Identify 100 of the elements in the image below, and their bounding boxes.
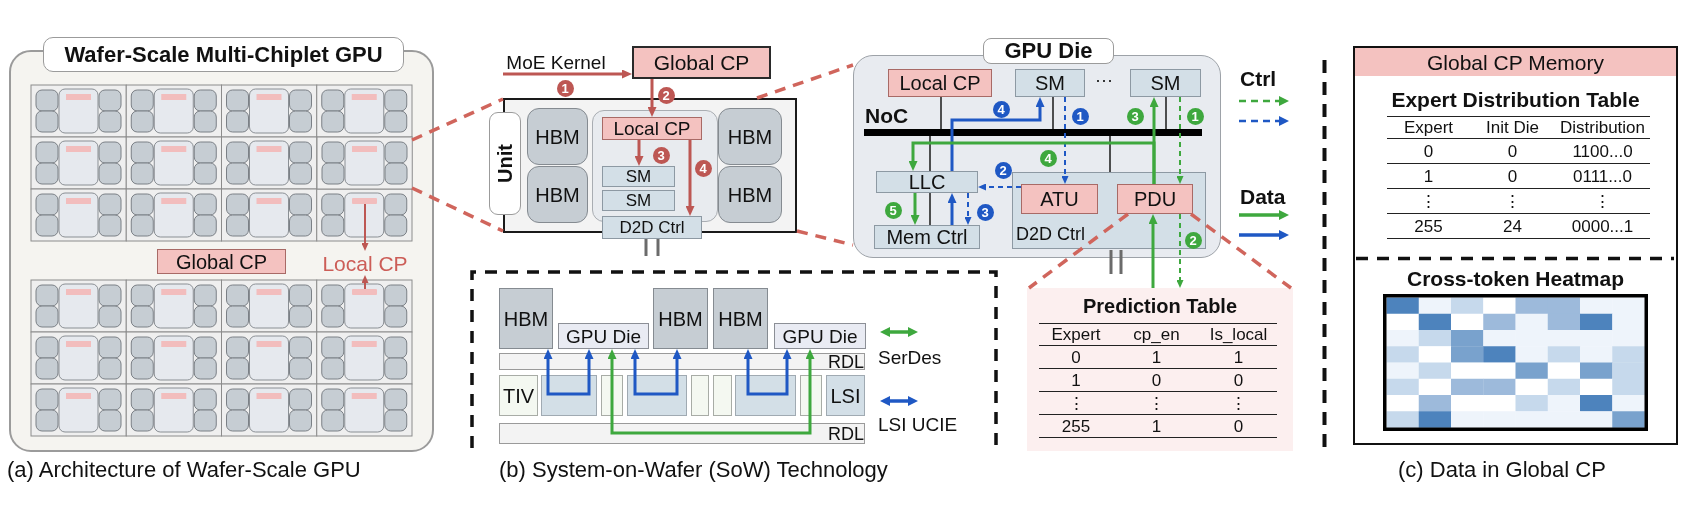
- column-header: Init Die: [1470, 116, 1555, 139]
- column-header: Is_local: [1200, 323, 1277, 346]
- bus-line: [929, 192, 931, 226]
- table-value: 1: [1200, 346, 1277, 369]
- controller-block: [1012, 172, 1206, 249]
- step-number: 1: [556, 79, 574, 97]
- table-value: 255: [1387, 214, 1470, 239]
- zoom-line: [1027, 212, 1130, 290]
- bus-line: [1052, 96, 1054, 130]
- control-processor-box: Global CP: [157, 249, 286, 274]
- unit-block: ATU: [1021, 184, 1098, 214]
- memory-block: HBM: [713, 288, 768, 349]
- table-title: Prediction Table: [1081, 294, 1239, 319]
- memory-block: HBM: [653, 288, 708, 349]
- table-value: 0111...0: [1555, 164, 1650, 189]
- table-value: 24: [1470, 214, 1555, 239]
- table-value: 0: [1200, 415, 1277, 438]
- table-value: 0: [1200, 369, 1277, 392]
- die-block: GPU Die: [558, 323, 649, 349]
- memory-block: HBM: [499, 288, 553, 349]
- table-value: 1: [1039, 369, 1113, 392]
- table-value: 0: [1470, 139, 1555, 164]
- legend-label: Data: [1240, 184, 1287, 208]
- table-value: ⋮: [1387, 189, 1470, 214]
- bus-line: [1165, 96, 1167, 130]
- arrow: [685, 140, 695, 216]
- column-header: Distribution: [1555, 116, 1650, 139]
- panel-title: GPU Die: [983, 38, 1114, 64]
- table-value: 0: [1387, 139, 1470, 164]
- memory-block: HBM: [718, 108, 782, 165]
- column-header: Expert: [1039, 323, 1113, 346]
- bus-line: [1109, 135, 1111, 173]
- arrow: [910, 193, 920, 225]
- local-cp-marker: [352, 198, 377, 204]
- table-panel: [1027, 288, 1293, 451]
- figure-caption: (a) Architecture of Wafer-Scale GPU: [7, 456, 362, 484]
- table-value: 1: [1387, 164, 1470, 189]
- arrow: [964, 192, 972, 225]
- sm-block: SM: [602, 166, 675, 187]
- leader-arrow: [361, 275, 369, 290]
- bus-line: [929, 135, 931, 172]
- table-value: ⋮: [1470, 189, 1555, 214]
- bus-line: [940, 96, 942, 130]
- table-value: 1: [1113, 346, 1200, 369]
- cache-block: LLC: [876, 171, 978, 193]
- block-label: D2D Ctrl: [1016, 222, 1086, 246]
- memory-block: HBM: [527, 108, 588, 165]
- sm-block: SM: [1130, 69, 1201, 97]
- zoom-line: [1189, 212, 1293, 290]
- table-value: 1100...0: [1555, 139, 1650, 164]
- sm-block: SM: [1015, 69, 1085, 97]
- table-value: 0: [1470, 164, 1555, 189]
- chiplet-tile: [316, 137, 412, 189]
- arrow: [1061, 96, 1069, 184]
- column-header: cp_en: [1113, 323, 1200, 346]
- column-header: Expert: [1387, 116, 1470, 139]
- arrow: [634, 140, 644, 166]
- table-value: ⋮: [1555, 189, 1650, 214]
- controller-block: Mem Ctrl: [874, 225, 980, 249]
- controller-block: D2D Ctrl: [602, 216, 702, 239]
- input-label: MoE Kernel: [498, 51, 614, 74]
- zoom-line: [411, 97, 504, 142]
- control-processor-box: Local CP: [602, 117, 702, 140]
- leader-arrow: [361, 203, 369, 251]
- table-value: 0: [1039, 346, 1113, 369]
- arrow: [1176, 213, 1184, 288]
- figure-caption: (b) System-on-Wafer (SoW) Technology: [499, 456, 889, 484]
- legend-label: Ctrl: [1240, 66, 1278, 90]
- memory-block: HBM: [718, 166, 782, 223]
- arrow: [947, 193, 957, 225]
- unit-block: PDU: [1117, 184, 1193, 214]
- table-value: ⋮: [1039, 392, 1113, 415]
- control-processor-box: Global CP: [632, 46, 771, 79]
- table-value: 255: [1039, 415, 1113, 438]
- arrow: [908, 141, 1156, 184]
- die-area: [592, 110, 718, 222]
- callout-text: Local CP: [320, 251, 410, 275]
- table-value: 0000...1: [1555, 214, 1650, 239]
- legend-label: SerDes: [878, 346, 943, 368]
- bus-label: NoC: [865, 103, 910, 127]
- panel-title: Wafer-Scale Multi-Chiplet GPU: [43, 37, 404, 72]
- sm-block: SM: [602, 190, 675, 211]
- step-number: 2: [657, 86, 675, 104]
- table-title: Expert Distribution Table: [1390, 86, 1641, 113]
- heatmap-title: Cross-token Heatmap: [1405, 265, 1626, 292]
- die-block: GPU Die: [774, 323, 866, 349]
- legend-label: LSI UCIE: [878, 413, 959, 435]
- panel-header: Global CP Memory: [1355, 48, 1676, 76]
- control-processor-box: Local CP: [888, 69, 992, 97]
- memory-block: HBM: [527, 166, 588, 223]
- arrow: [978, 183, 1022, 191]
- table-value: ⋮: [1200, 392, 1277, 415]
- local-cp-marker: [352, 289, 377, 295]
- arrow: [950, 97, 1045, 171]
- arrow: [503, 69, 632, 79]
- table-value: ⋮: [1113, 392, 1200, 415]
- arrow: [647, 79, 657, 117]
- ellipsis-text: ···: [1094, 70, 1114, 90]
- zoom-line: [411, 186, 504, 233]
- zoom-line: [796, 229, 854, 247]
